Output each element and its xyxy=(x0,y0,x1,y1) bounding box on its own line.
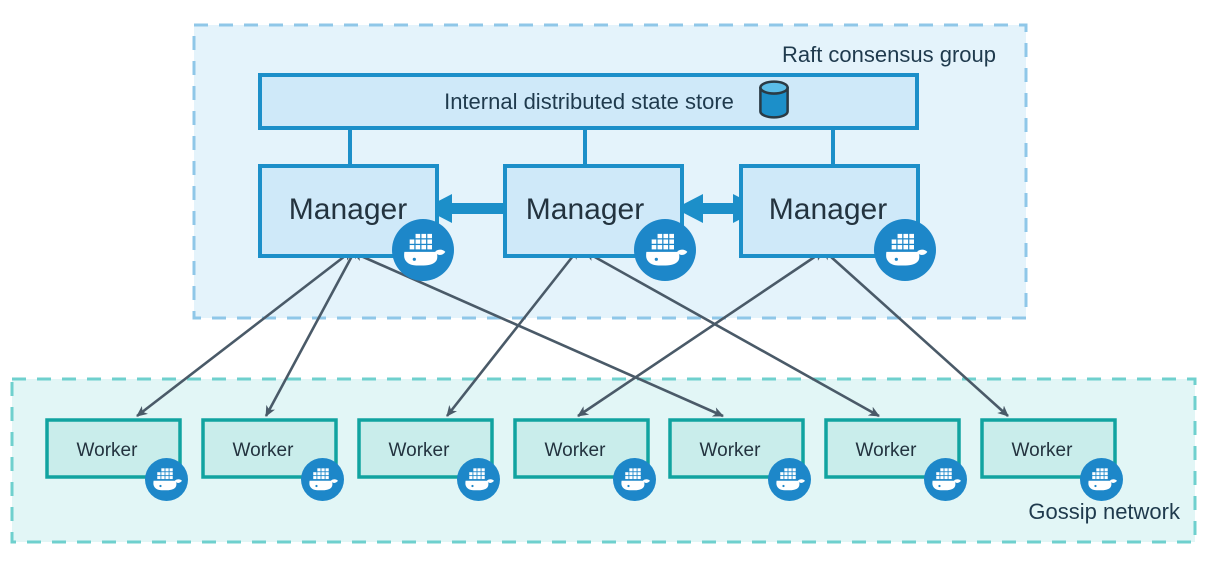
worker-2-label: Worker xyxy=(233,440,295,461)
docker-whale-icon xyxy=(392,219,454,281)
worker-node-4[interactable]: Worker xyxy=(513,418,656,501)
link-manager3-worker4 xyxy=(577,250,825,418)
worker-node-2[interactable]: Worker xyxy=(201,418,344,501)
manager-node-1[interactable]: Manager xyxy=(258,164,454,281)
manager-worker-links xyxy=(136,247,1009,418)
link-manager2-worker3 xyxy=(445,248,580,417)
worker-node-3[interactable]: Worker xyxy=(357,418,500,501)
docker-whale-icon xyxy=(613,458,656,501)
worker-6-label: Worker xyxy=(856,440,918,461)
docker-whale-icon xyxy=(145,458,188,501)
docker-whale-icon xyxy=(301,458,344,501)
worker-node-7[interactable]: Worker xyxy=(980,418,1123,501)
worker-1-label: Worker xyxy=(77,440,139,461)
database-cylinder-icon xyxy=(759,80,789,119)
manager-node-2[interactable]: Manager xyxy=(503,164,696,281)
docker-whale-icon xyxy=(634,219,696,281)
worker-3-label: Worker xyxy=(389,440,451,461)
internal-distributed-state-store[interactable]: Internal distributed state store xyxy=(258,73,919,130)
manager-3-label: Manager xyxy=(769,193,887,226)
store-manager-connectors xyxy=(348,128,835,166)
worker-4-label: Worker xyxy=(545,440,607,461)
docker-whale-icon xyxy=(874,219,936,281)
state-store-label: Internal distributed state store xyxy=(444,89,734,114)
state-store-box[interactable] xyxy=(258,73,919,130)
worker-node-1[interactable]: Worker xyxy=(45,418,188,501)
manager-2-label: Manager xyxy=(526,193,644,226)
worker-node-5[interactable]: Worker xyxy=(668,418,811,501)
docker-whale-icon xyxy=(924,458,967,501)
manager-node-3[interactable]: Manager xyxy=(739,164,936,281)
worker-5-label: Worker xyxy=(700,440,762,461)
manager-1-label: Manager xyxy=(289,193,407,226)
gossip-group-label: Gossip network xyxy=(1028,499,1181,524)
docker-whale-icon xyxy=(457,458,500,501)
docker-whale-icon xyxy=(768,458,811,501)
worker-node-6[interactable]: Worker xyxy=(824,418,967,501)
link-manager3-worker7 xyxy=(822,249,1009,417)
raft-group-label: Raft consensus group xyxy=(782,42,996,67)
docker-whale-icon xyxy=(1080,458,1123,501)
link-manager1-worker2 xyxy=(264,247,357,417)
worker-7-label: Worker xyxy=(1012,440,1074,461)
